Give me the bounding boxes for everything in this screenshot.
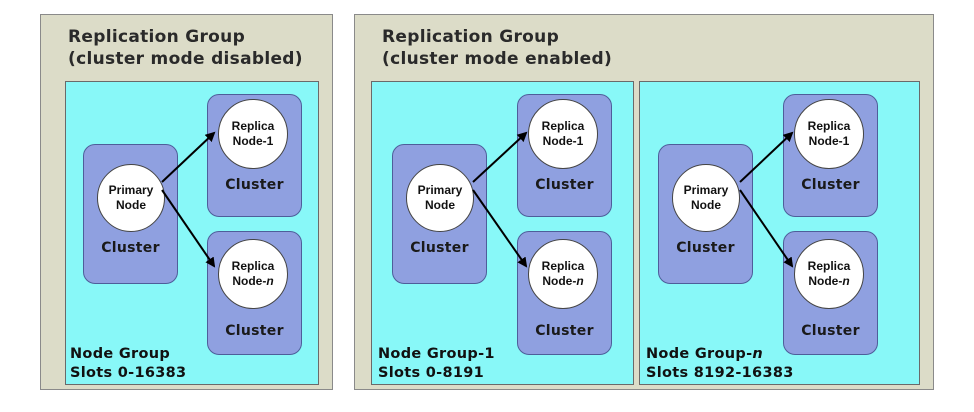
replica-node-label-2: Node-1 [232,134,274,148]
node-group-name-suffix: n [752,346,764,362]
replica-node-prefix: Node- [542,274,577,288]
node-group-name-prefix: Node Group- [646,346,753,362]
replica-node-label-2: Node-1 [808,134,850,148]
replica-n-node: Replica Node-n [218,239,288,309]
node-group-slots: Slots 0-8191 [378,365,485,381]
primary-node-label-2: Node [116,198,146,212]
replica-node-label: Replica [807,119,851,133]
primary-node-label: Primary [683,183,729,197]
node-group-slots: Slots 8192-16383 [646,365,794,381]
replica-node-suffix: n [576,274,584,288]
replication-group-disabled: Replication Group (cluster mode disabled… [40,14,333,390]
cluster-label: Cluster [535,177,594,193]
replica-node-label-2: Node-n [542,274,583,289]
replica-node-label: Replica [541,259,585,273]
primary-node-label-2: Node [691,198,721,212]
replica-node-label: Replica [807,259,851,273]
replica-node-label: Replica [231,259,275,273]
replication-group-enabled: Replication Group (cluster mode enabled)… [354,14,934,390]
replica-1-cluster: Replica Node-1 Cluster [517,94,612,217]
node-group-name: Node Group-n [646,345,794,364]
replica-node-suffix: n [266,274,274,288]
node-group-label: Node Group-n Slots 8192-16383 [646,345,794,383]
primary-node-label: Primary [108,183,154,197]
replica-node-label-2: Node-1 [542,134,584,148]
replica-n-cluster: Replica Node-n Cluster [783,231,878,355]
primary-node: Primary Node [97,164,165,232]
replica-n-cluster: Replica Node-n Cluster [207,231,302,355]
node-group-name: Node Group [70,346,171,362]
primary-node-label: Primary [417,183,463,197]
replica-node-label-2: Node-n [808,274,849,289]
replica-n-node: Replica Node-n [528,239,598,309]
title-line-1: Replication Group [382,27,560,47]
primary-node: Primary Node [406,164,474,232]
node-group-n: Primary Node Cluster Replica Node-1 Clus… [639,81,920,385]
replica-n-cluster: Replica Node-n Cluster [517,231,612,355]
replica-1-node: Replica Node-1 [794,99,864,169]
replica-node-label: Replica [231,119,275,133]
title-line-2: (cluster mode disabled) [68,49,303,69]
replica-node-label: Replica [541,119,585,133]
replica-node-prefix: Node- [232,274,267,288]
replica-node-prefix: Node- [808,274,843,288]
node-group-label: Node Group Slots 0-16383 [70,345,186,383]
cluster-label: Cluster [225,177,284,193]
node-group: Primary Node Cluster Replica Node-1 Clus… [65,81,319,385]
replica-n-node: Replica Node-n [794,239,864,309]
node-group-slots: Slots 0-16383 [70,365,187,381]
node-group-label: Node Group-1 Slots 0-8191 [378,345,495,383]
replica-1-node: Replica Node-1 [218,99,288,169]
node-group-name: Node Group-1 [378,346,495,362]
title-line-1: Replication Group [68,27,246,47]
primary-node: Primary Node [672,164,740,232]
title-line-2: (cluster mode enabled) [382,49,613,69]
replica-node-suffix: n [842,274,850,288]
primary-node-label-2: Node [425,198,455,212]
cluster-label: Cluster [535,323,594,339]
replica-node-label-2: Node-n [232,274,273,289]
cluster-label: Cluster [801,177,860,193]
cluster-label: Cluster [225,323,284,339]
primary-cluster: Primary Node Cluster [658,144,753,284]
cluster-label: Cluster [676,240,735,256]
replica-1-cluster: Replica Node-1 Cluster [207,94,302,217]
primary-cluster: Primary Node Cluster [392,144,487,284]
replica-1-node: Replica Node-1 [528,99,598,169]
node-group-1: Primary Node Cluster Replica Node-1 Clus… [371,81,634,385]
replication-group-title: Replication Group (cluster mode enabled) [382,26,612,70]
cluster-label: Cluster [410,240,469,256]
cluster-label: Cluster [101,240,160,256]
replication-group-title: Replication Group (cluster mode disabled… [68,26,303,70]
replica-1-cluster: Replica Node-1 Cluster [783,94,878,217]
primary-cluster: Primary Node Cluster [83,144,178,284]
cluster-label: Cluster [801,323,860,339]
